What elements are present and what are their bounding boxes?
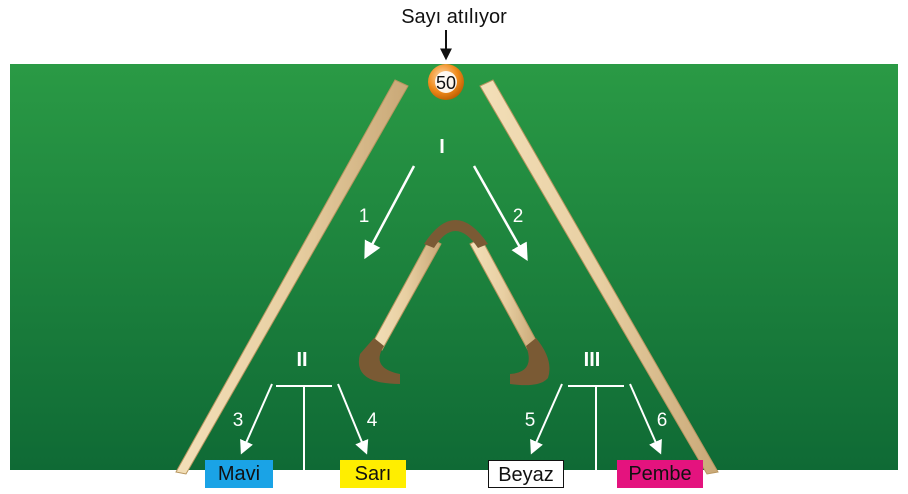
caption-text: Sayı atılıyor: [401, 6, 507, 28]
path-arrow-5: [530, 383, 563, 455]
ball: 50: [428, 64, 464, 100]
left-rail: [175, 79, 409, 475]
path-arrow-1: [364, 165, 416, 260]
path-arrow-3: [240, 383, 273, 455]
path-label-3: 3: [233, 410, 244, 431]
junction-label-left: II: [296, 349, 307, 371]
inner-bumper: [358, 220, 550, 386]
left-splitter: [276, 385, 332, 470]
bin-label-sari: Sarı: [340, 460, 406, 488]
path-label-2: 2: [513, 206, 524, 227]
bin-label-pembe: Pembe: [617, 460, 703, 488]
path-arrow-6: [629, 383, 662, 455]
path-arrow-2: [472, 165, 528, 262]
path-label-6: 6: [657, 410, 668, 431]
right-rail: [479, 79, 719, 475]
right-splitter: [568, 385, 624, 470]
bin-label-mavi: Mavi: [205, 460, 273, 488]
path-label-5: 5: [525, 410, 536, 431]
ball-number: 50: [436, 73, 456, 93]
junction-label-top: I: [439, 136, 445, 158]
board-background: [10, 64, 898, 470]
path-label-4: 4: [367, 410, 378, 431]
path-arrow-4: [337, 383, 369, 455]
junction-label-right: III: [584, 349, 601, 371]
path-label-1: 1: [359, 206, 370, 227]
bin-label-beyaz: Beyaz: [488, 460, 564, 488]
